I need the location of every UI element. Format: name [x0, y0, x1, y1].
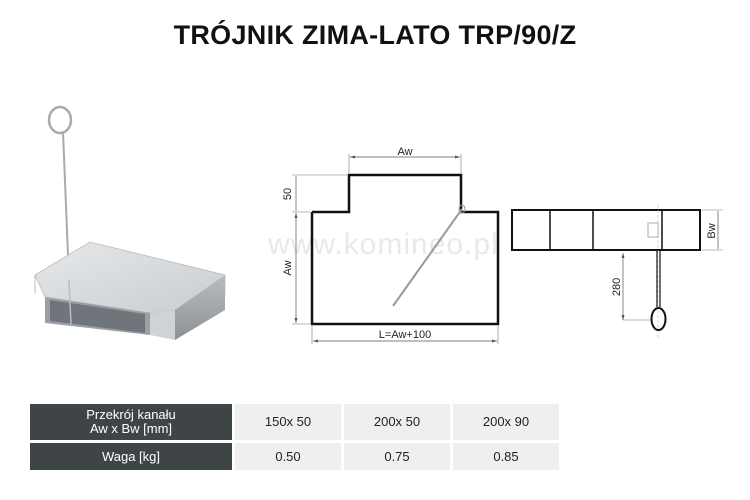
- table-cell: 200x 50: [344, 404, 450, 440]
- product-photo: [34, 105, 226, 340]
- offset-label: 50: [282, 188, 294, 200]
- table-cell: 0.75: [344, 443, 450, 470]
- page-title: TRÓJNIK ZIMA-LATO TRP/90/Z: [173, 20, 577, 50]
- table-row: Waga [kg] 0.50 0.75 0.85: [30, 443, 559, 470]
- depth-label: Bw: [706, 223, 718, 238]
- header-line-1: Przekrój kanału: [86, 407, 176, 422]
- table-cell: 150x 50: [235, 404, 341, 440]
- handle-length-label: 280: [611, 278, 623, 296]
- watermark: www.komineo.pl: [268, 228, 499, 261]
- side-drawing: Bw 280: [511, 205, 723, 340]
- table-cell: 0.85: [453, 443, 559, 470]
- top-width-label: Aw: [397, 146, 412, 158]
- spec-table: Przekrój kanału Aw x Bw [mm] 150x 50 200…: [27, 401, 562, 473]
- height-label: Aw: [282, 260, 294, 275]
- row-header-weight: Waga [kg]: [30, 443, 232, 470]
- table-cell: 0.50: [235, 443, 341, 470]
- row-header-cross-section: Przekrój kanału Aw x Bw [mm]: [30, 404, 232, 440]
- header-line-2: Aw x Bw [mm]: [89, 421, 173, 436]
- table-cell: 200x 90: [453, 404, 559, 440]
- length-label: L=Aw+100: [379, 329, 431, 341]
- table-row: Przekrój kanału Aw x Bw [mm] 150x 50 200…: [30, 404, 559, 440]
- front-drawing: Aw 50 Aw L=Aw+100: [282, 146, 500, 344]
